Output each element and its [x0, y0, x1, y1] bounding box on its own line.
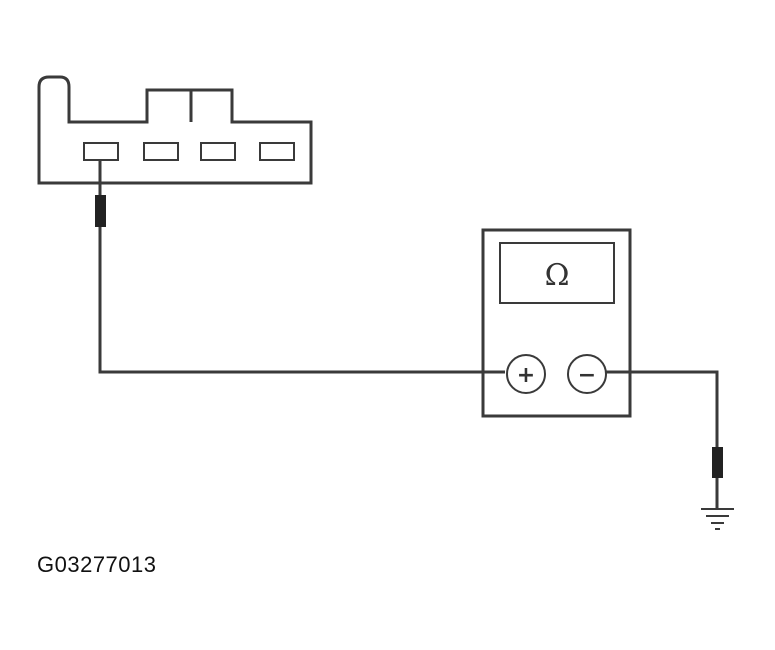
negative-probe-tip [712, 447, 723, 478]
ground-icon [701, 508, 734, 530]
positive-lead [95, 160, 505, 374]
negative-lead [606, 370, 723, 508]
multimeter-body [481, 228, 632, 418]
positive-terminal [506, 354, 546, 394]
positive-terminal-sign: + [517, 363, 535, 388]
figure-id: G03277013 [37, 552, 157, 577]
negative-terminal-sign: − [578, 363, 596, 388]
ohm-symbol: Ω [545, 258, 570, 293]
connector [37, 75, 313, 185]
positive-probe-tip [95, 195, 106, 227]
connector-pin-2 [143, 142, 179, 161]
negative-terminal [567, 354, 607, 394]
multimeter-display [499, 242, 615, 304]
connector-pin-4 [259, 142, 295, 161]
connector-body [37, 75, 313, 185]
connector-pin-1 [83, 142, 119, 161]
multimeter: Ω + − [481, 228, 632, 418]
connector-pin-3 [200, 142, 236, 161]
